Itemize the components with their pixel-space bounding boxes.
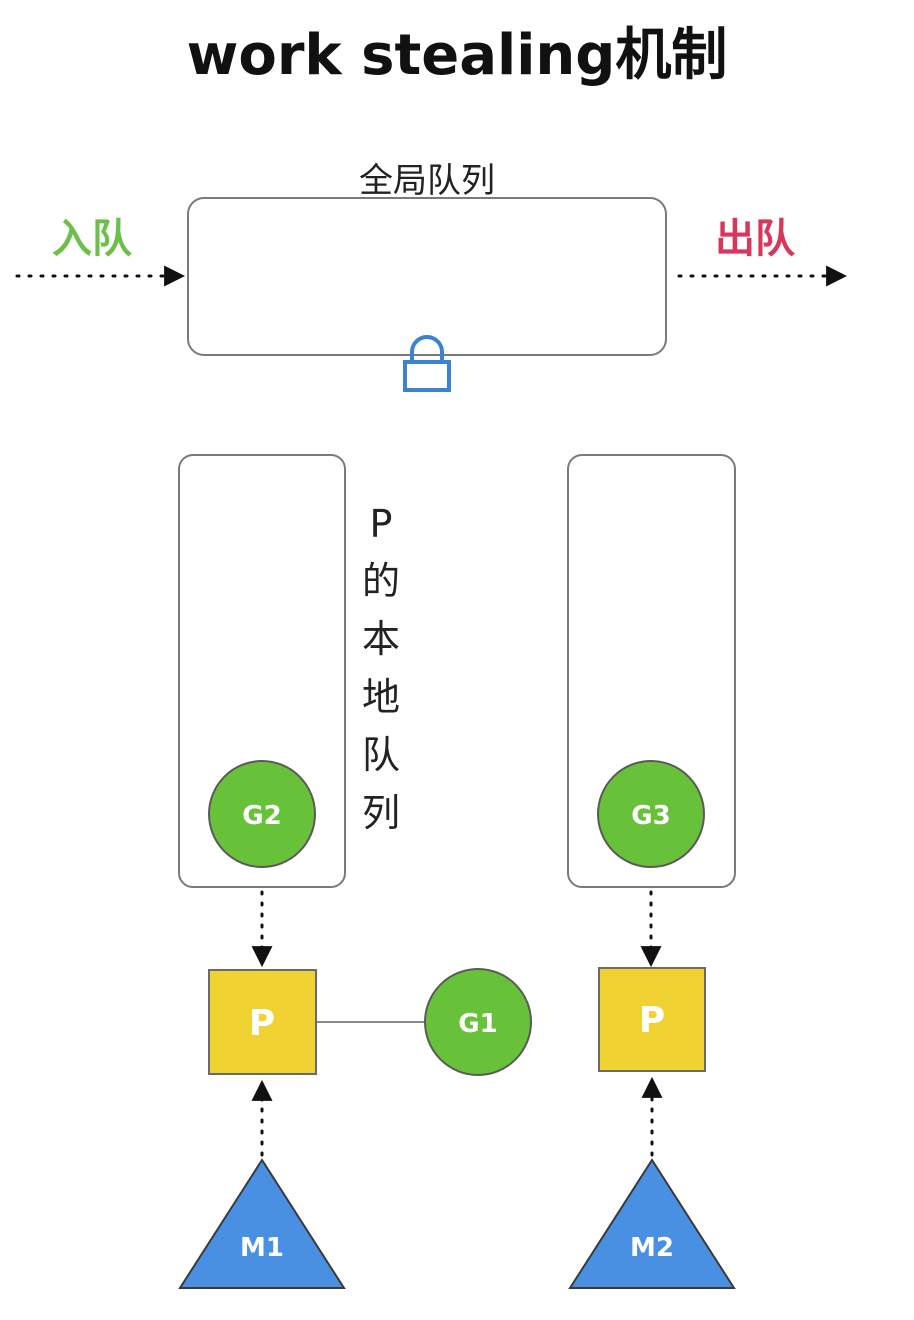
- processor-left-label: P: [249, 1003, 275, 1044]
- local-queue-right: [567, 454, 736, 888]
- lock-icon: [403, 335, 451, 392]
- local-queue-label-char: 本: [362, 617, 400, 661]
- machine-m1-label: M1: [240, 1233, 284, 1263]
- goroutine-g2-label: G2: [242, 801, 281, 831]
- machine-m2: M2: [568, 1158, 736, 1289]
- processor-right: P: [598, 967, 706, 1072]
- local-queue-label-char: 列: [362, 791, 400, 835]
- global-queue-box: [187, 197, 667, 356]
- machine-m1: M1: [178, 1158, 346, 1289]
- local-queue-label: P 的 本 地 队 列: [362, 502, 400, 835]
- processor-left: P: [208, 969, 317, 1075]
- local-queue-label-char: P: [370, 502, 393, 546]
- local-queue-left: [178, 454, 346, 888]
- goroutine-g2: G2: [208, 760, 316, 868]
- goroutine-g1-label: G1: [458, 1009, 497, 1039]
- page-title: work stealing机制: [186, 23, 728, 88]
- processor-right-label: P: [639, 1000, 665, 1041]
- goroutine-g1: G1: [424, 968, 532, 1076]
- global-queue-label: 全局队列: [359, 161, 495, 201]
- goroutine-g3-label: G3: [631, 801, 670, 831]
- enqueue-label: 入队: [52, 216, 133, 262]
- local-queue-label-char: 地: [362, 675, 400, 719]
- dequeue-label: 出队: [715, 216, 796, 262]
- goroutine-g3: G3: [597, 760, 705, 868]
- local-queue-label-char: 的: [362, 559, 400, 603]
- machine-m2-label: M2: [630, 1233, 674, 1263]
- local-queue-label-char: 队: [362, 733, 400, 777]
